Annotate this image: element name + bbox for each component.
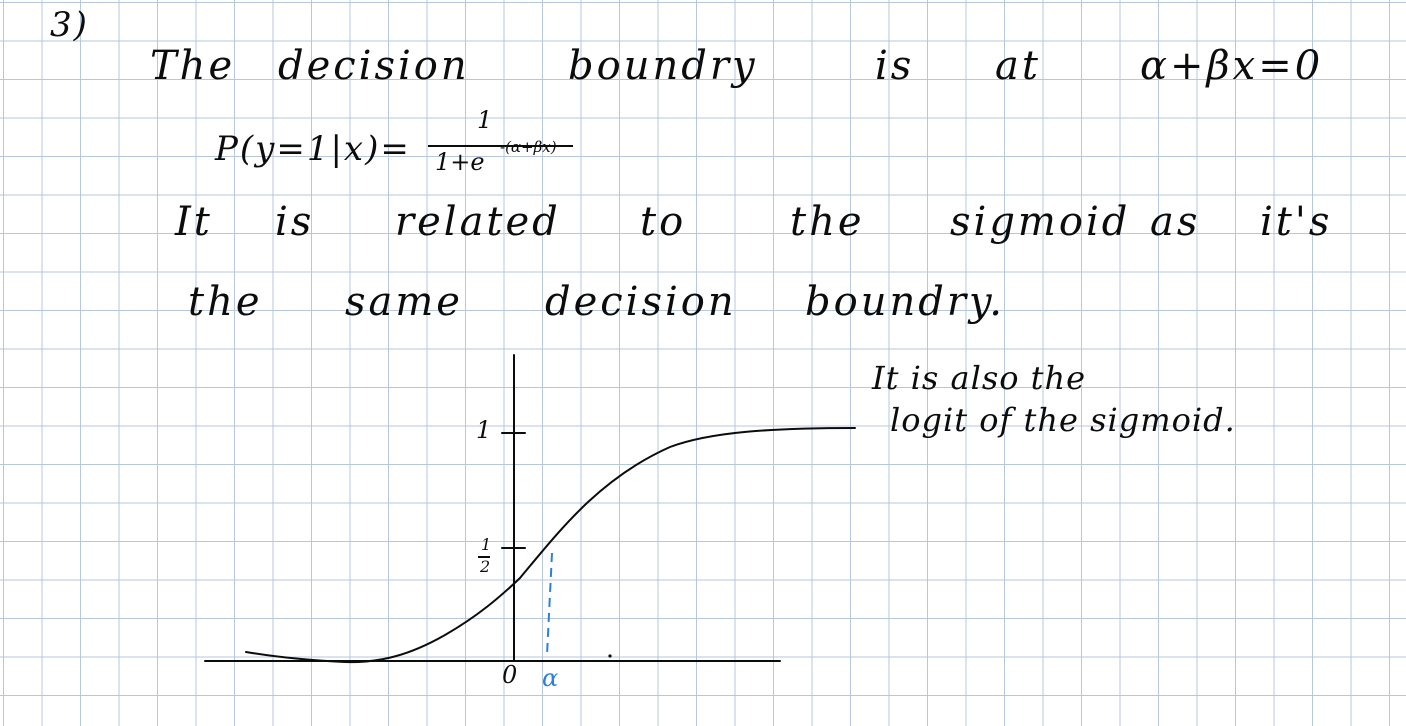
- tick-label-half-bar: [478, 556, 490, 558]
- word: as: [1150, 199, 1201, 245]
- word: same: [345, 279, 463, 325]
- word: related: [395, 199, 561, 245]
- word: is: [275, 199, 315, 245]
- alpha-label: α: [542, 664, 559, 692]
- sigmoid-curve: [245, 427, 856, 664]
- formula-numerator: 1: [477, 106, 493, 134]
- tick-label-one: 1: [476, 416, 492, 444]
- fraction-bar: [428, 145, 573, 147]
- question-number: 3): [50, 5, 89, 45]
- word: the: [188, 279, 263, 325]
- note-line-2: logit of the sigmoid.: [890, 401, 1236, 439]
- word: is: [875, 43, 915, 89]
- alpha-dashed-line: [546, 552, 553, 656]
- word: the: [790, 199, 865, 245]
- word: it's: [1260, 199, 1333, 245]
- word: It: [175, 199, 213, 245]
- decision-boundary-equation: α+βx=0: [1140, 43, 1324, 89]
- word: boundry.: [805, 279, 1005, 325]
- tick-label-half-denominator: 2: [480, 557, 491, 576]
- tick-label-half-numerator: 1: [481, 535, 492, 554]
- note-line-1: It is also the: [872, 359, 1087, 397]
- word: boundry: [568, 43, 758, 89]
- formula-lhs: P(y=1|x)=: [215, 129, 411, 169]
- word: decision: [545, 279, 737, 325]
- word: decision: [278, 43, 470, 89]
- stray-dot: [608, 654, 612, 658]
- word: at: [995, 43, 1041, 89]
- word: to: [640, 199, 687, 245]
- origin-label: 0: [502, 661, 518, 689]
- word: sigmoid: [950, 199, 1131, 245]
- formula-denominator: 1+e: [435, 148, 485, 176]
- word: The: [150, 43, 236, 89]
- formula-exponent: -(α+βx): [500, 138, 557, 156]
